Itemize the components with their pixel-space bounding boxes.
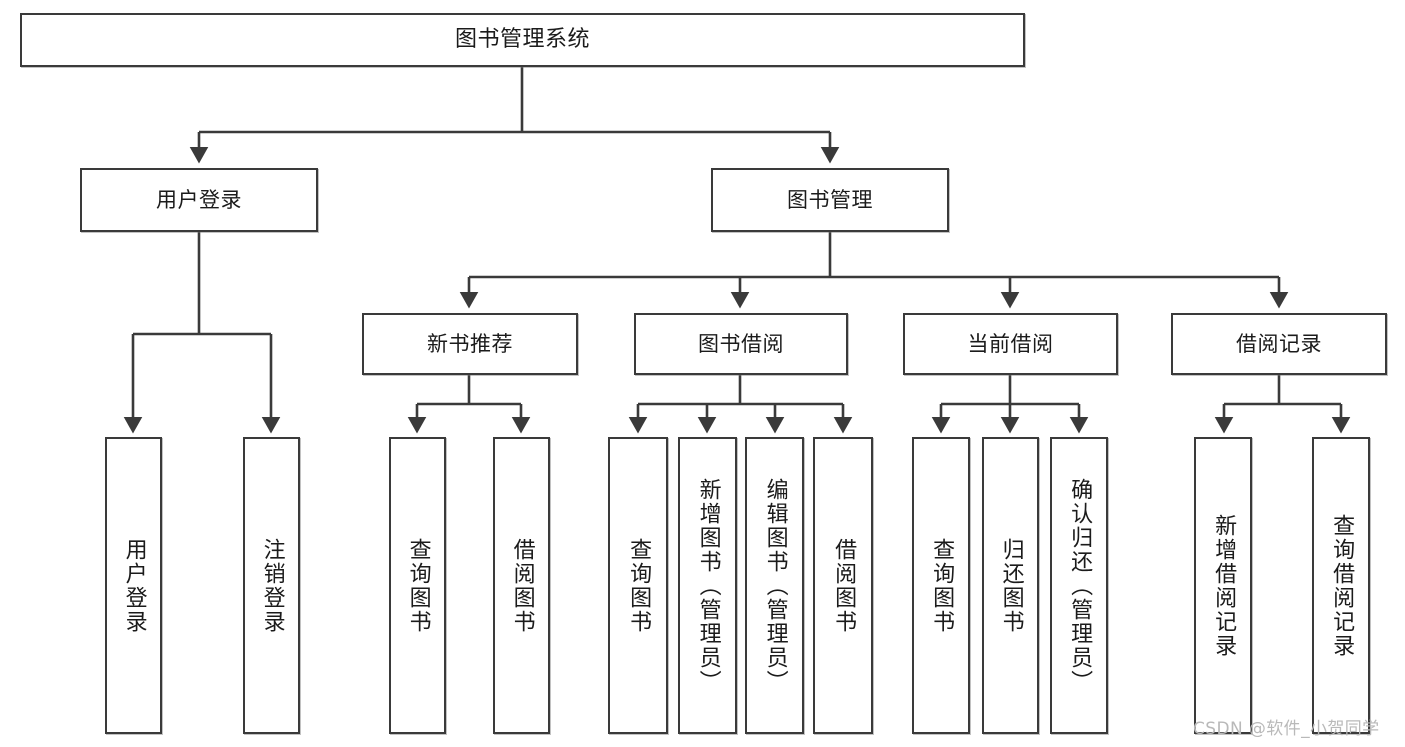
leaf-label: 查询图书 (626, 537, 652, 634)
leaf-label: 查询图书 (929, 537, 955, 634)
node-current-borrow[interactable]: 当前借阅 (903, 313, 1118, 375)
node-user-login-label: 用户登录 (156, 187, 242, 212)
leaf-recommend-borrow-book[interactable]: 借阅图书 (493, 437, 550, 734)
node-root-label: 图书管理系统 (454, 27, 590, 53)
leaf-borrow-borrow-book[interactable]: 借阅图书 (813, 437, 873, 734)
node-borrow-record-label: 借阅记录 (1236, 331, 1322, 356)
leaf-label: 归还图书 (998, 537, 1024, 634)
leaf-label: 新增图书（管理员） (695, 477, 721, 694)
leaf-label: 用户登录 (121, 537, 147, 634)
node-new-book-recommend[interactable]: 新书推荐 (362, 313, 578, 375)
leaf-label: 借阅图书 (831, 537, 857, 634)
node-new-book-recommend-label: 新书推荐 (427, 331, 513, 356)
leaf-current-confirm-return[interactable]: 确认归还（管理员） (1050, 437, 1108, 734)
leaf-label: 注销登录 (259, 537, 285, 634)
leaf-label: 确认归还（管理员） (1067, 477, 1093, 694)
leaf-label: 编辑图书（管理员） (762, 477, 788, 694)
node-root[interactable]: 图书管理系统 (20, 13, 1025, 67)
leaf-user-login-login[interactable]: 用户登录 (105, 437, 162, 734)
leaf-label: 借阅图书 (509, 537, 535, 634)
leaf-user-login-logout[interactable]: 注销登录 (243, 437, 300, 734)
leaf-label: 查询图书 (405, 537, 431, 634)
leaf-borrow-query-book[interactable]: 查询图书 (608, 437, 668, 734)
node-borrow-record[interactable]: 借阅记录 (1171, 313, 1387, 375)
leaf-current-query-book[interactable]: 查询图书 (912, 437, 970, 734)
leaf-current-return-book[interactable]: 归还图书 (982, 437, 1039, 734)
leaf-record-query-record[interactable]: 查询借阅记录 (1312, 437, 1370, 734)
node-current-borrow-label: 当前借阅 (967, 331, 1054, 356)
node-book-borrow[interactable]: 图书借阅 (634, 313, 848, 375)
node-user-login[interactable]: 用户登录 (80, 168, 318, 232)
leaf-recommend-query-book[interactable]: 查询图书 (389, 437, 446, 734)
leaf-label: 查询借阅记录 (1329, 513, 1355, 658)
node-book-management-label: 图书管理 (787, 187, 873, 212)
leaf-label: 新增借阅记录 (1211, 513, 1237, 658)
leaf-record-add-record[interactable]: 新增借阅记录 (1194, 437, 1252, 734)
leaf-borrow-add-book[interactable]: 新增图书（管理员） (678, 437, 737, 734)
node-book-borrow-label: 图书借阅 (698, 331, 784, 356)
leaf-borrow-edit-book[interactable]: 编辑图书（管理员） (745, 437, 804, 734)
node-book-management[interactable]: 图书管理 (711, 168, 949, 232)
